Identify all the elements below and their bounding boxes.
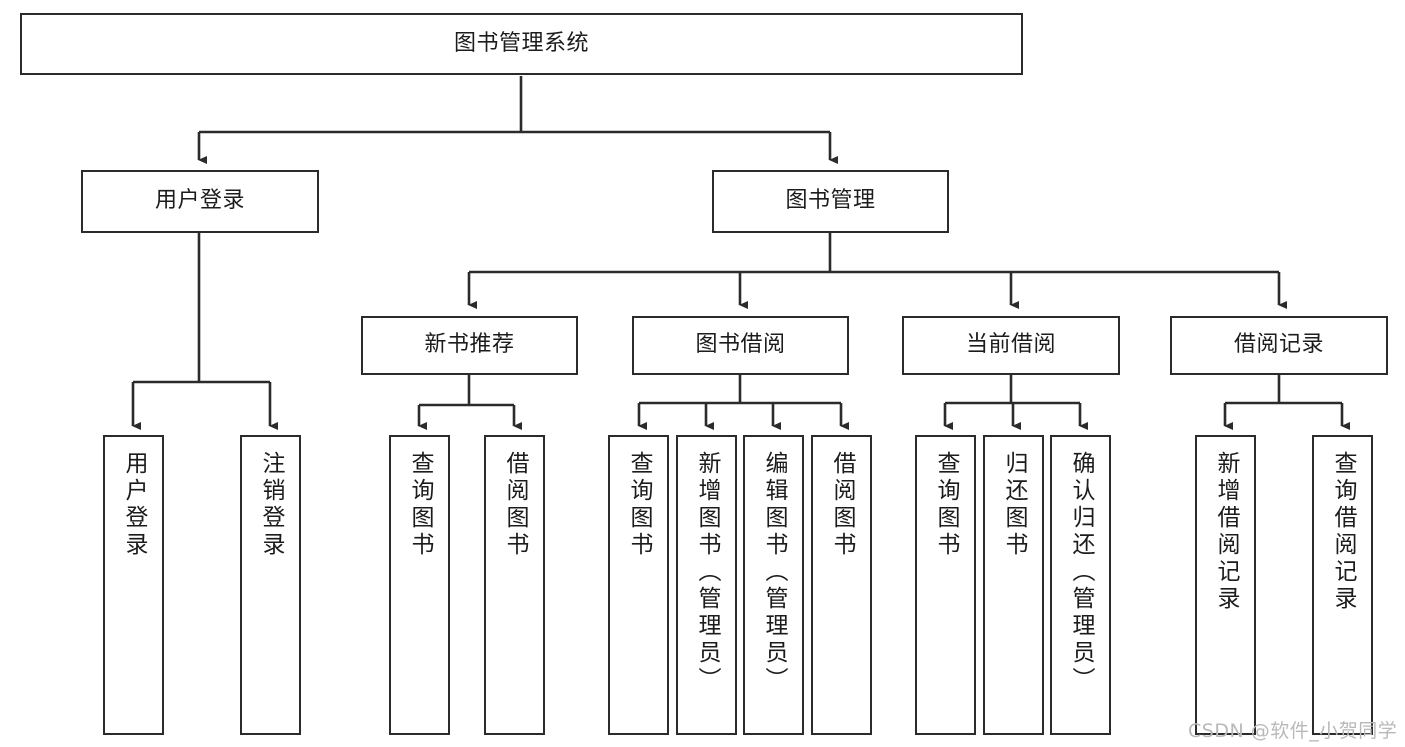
leaf-add-borrow-record-label: 新增借阅记录: [1213, 451, 1239, 613]
node-root-label: 图书管理系统: [453, 30, 589, 56]
leaf-add-book-admin-label: 新增图书（管理员）: [694, 451, 720, 694]
node-book-manage[interactable]: 图书管理: [712, 170, 949, 233]
leaf-confirm-return-admin[interactable]: 确认归还（管理员）: [1050, 435, 1111, 735]
leaf-user-login-label: 用户登录: [121, 451, 147, 559]
node-book-borrow[interactable]: 图书借阅: [632, 316, 849, 375]
node-current-borrow[interactable]: 当前借阅: [902, 316, 1120, 375]
leaf-query-borrow-record[interactable]: 查询借阅记录: [1312, 435, 1373, 735]
node-root[interactable]: 图书管理系统: [20, 13, 1023, 75]
node-book-borrow-label: 图书借阅: [695, 332, 786, 358]
csdn-watermark: CSDN @软件_小贺同学: [1188, 720, 1398, 742]
leaf-borrow-query-book[interactable]: 查询图书: [608, 435, 669, 735]
leaf-confirm-return-admin-label: 确认归还（管理员）: [1068, 451, 1094, 694]
leaf-borrow-query-book-label: 查询图书: [626, 451, 652, 559]
leaf-new-book-query[interactable]: 查询图书: [389, 435, 450, 735]
leaf-user-login[interactable]: 用户登录: [103, 435, 164, 735]
node-borrow-record[interactable]: 借阅记录: [1170, 316, 1388, 375]
leaf-current-query-book[interactable]: 查询图书: [915, 435, 976, 735]
node-new-book-recommend-label: 新书推荐: [424, 332, 515, 358]
leaf-new-book-borrow[interactable]: 借阅图书: [484, 435, 545, 735]
leaf-add-book-admin[interactable]: 新增图书（管理员）: [676, 435, 737, 735]
leaf-logout-login-label: 注销登录: [258, 451, 284, 559]
leaf-new-book-borrow-label: 借阅图书: [502, 451, 528, 559]
leaf-borrow-book-label: 借阅图书: [829, 451, 855, 559]
node-borrow-record-label: 借阅记录: [1233, 332, 1324, 358]
leaf-logout-login[interactable]: 注销登录: [240, 435, 301, 735]
node-book-manage-label: 图书管理: [785, 188, 876, 214]
leaf-borrow-book[interactable]: 借阅图书: [811, 435, 872, 735]
leaf-current-query-book-label: 查询图书: [933, 451, 959, 559]
leaf-new-book-query-label: 查询图书: [407, 451, 433, 559]
leaf-return-book[interactable]: 归还图书: [983, 435, 1044, 735]
leaf-query-borrow-record-label: 查询借阅记录: [1330, 451, 1356, 613]
leaf-edit-book-admin-label: 编辑图书（管理员）: [761, 451, 787, 694]
node-current-borrow-label: 当前借阅: [965, 332, 1056, 358]
node-new-book-recommend[interactable]: 新书推荐: [361, 316, 578, 375]
node-user-login-label: 用户登录: [154, 188, 245, 214]
node-user-login[interactable]: 用户登录: [81, 170, 319, 233]
leaf-edit-book-admin[interactable]: 编辑图书（管理员）: [743, 435, 804, 735]
leaf-return-book-label: 归还图书: [1001, 451, 1027, 559]
leaf-add-borrow-record[interactable]: 新增借阅记录: [1195, 435, 1256, 735]
